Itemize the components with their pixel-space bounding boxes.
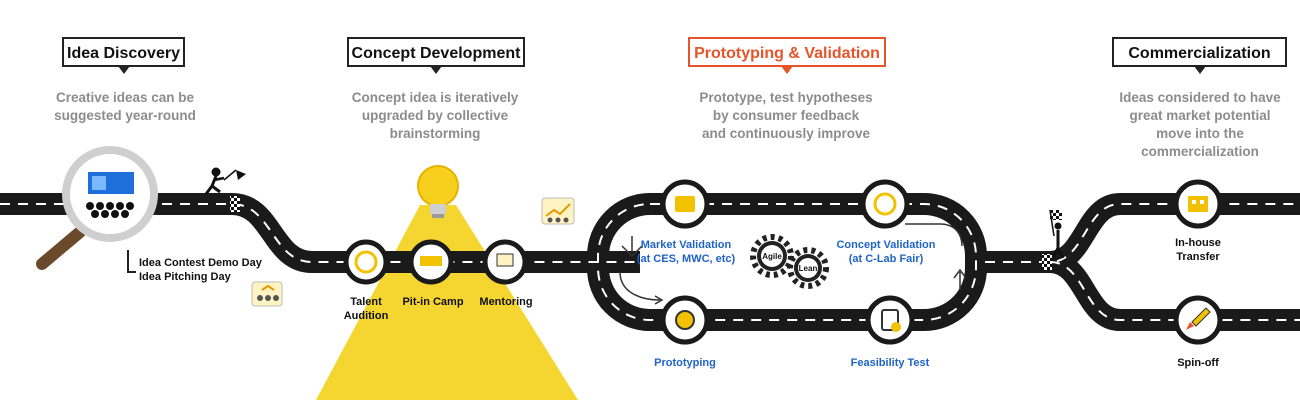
- label-line: (at CES, MWC, etc): [636, 253, 736, 265]
- desc-line: and continuously improve: [701, 126, 871, 141]
- label-line: In-house: [1175, 237, 1221, 249]
- desc-line: upgraded by collective: [361, 108, 509, 123]
- loop-label-prototyping: Prototyping: [645, 356, 725, 370]
- label-line: (at C-Lab Fair): [848, 253, 924, 265]
- discovery-events: Idea Contest Demo Day Idea Pitching Day: [139, 256, 269, 284]
- loop-node-prototyping: [660, 295, 710, 345]
- desc-line: Concept idea is iteratively: [351, 90, 519, 105]
- step-node-mentoring: [482, 239, 528, 285]
- desc-line: Ideas considered to have: [1119, 90, 1281, 105]
- gears-icon: Agile Lean: [750, 234, 829, 289]
- callout-bracket: [127, 250, 136, 273]
- runner-flag-icon: [204, 167, 246, 195]
- loop-node-market-validation: [660, 179, 710, 229]
- label-line: Pit-in Camp: [402, 296, 464, 308]
- desc-line: by consumer feedback: [712, 108, 860, 123]
- checkered-flag-icon: [1049, 209, 1065, 259]
- event-idea-contest-demo-day: Idea Contest Demo Day: [139, 257, 262, 269]
- phase-desc-idea-discovery: Creative ideas can be suggested year-rou…: [30, 89, 220, 125]
- phase-desc-commercialization: Ideas considered to have great market po…: [1095, 89, 1300, 161]
- label-line: Prototyping: [654, 357, 716, 369]
- phase-title-prototyping-validation: Prototyping & Validation: [688, 37, 886, 74]
- phase-title-idea-discovery: Idea Discovery: [62, 37, 185, 74]
- label-line: Transfer: [1176, 251, 1220, 263]
- step-node-pit-in-camp: [408, 239, 454, 285]
- finish-checkers: [1042, 254, 1052, 270]
- label-line: Market Validation: [640, 239, 732, 251]
- road: [0, 193, 1300, 331]
- step-label-mentoring: Mentoring: [476, 295, 536, 309]
- loop-label-feasibility-test: Feasibility Test: [840, 356, 940, 370]
- spotlight-beam: [316, 205, 578, 400]
- lightbulb-icon: [417, 165, 459, 218]
- label-line: Mentoring: [479, 296, 533, 308]
- desc-line: Creative ideas can be: [55, 90, 195, 105]
- desc-line: brainstorming: [389, 126, 481, 141]
- rocket-icon: [1186, 307, 1211, 330]
- loop-label-concept-validation: Concept Validation (at C-Lab Fair): [830, 238, 942, 266]
- outcome-label-in-house-transfer: In-house Transfer: [1164, 236, 1232, 264]
- desc-line: commercialization: [1141, 144, 1259, 159]
- start-checkers: [230, 196, 240, 212]
- step-label-pit-in-camp: Pit-in Camp: [400, 295, 466, 309]
- outcome-node-spin-off: [1173, 295, 1223, 345]
- desc-line: suggested year-round: [54, 108, 196, 123]
- phase-title-concept-development: Concept Development: [347, 37, 525, 74]
- step-label-talent-audition: Talent Audition: [336, 295, 396, 323]
- loop-node-feasibility-test: [865, 295, 915, 345]
- label-line: Talent: [350, 296, 382, 308]
- team-chart-icon: [541, 197, 575, 225]
- event-idea-pitching-day: Idea Pitching Day: [139, 271, 231, 283]
- label-line: Spin-off: [1177, 357, 1219, 369]
- desc-line: Prototype, test hypotheses: [699, 90, 873, 105]
- phase-desc-prototyping-validation: Prototype, test hypotheses by consumer f…: [680, 89, 892, 143]
- loop-node-concept-validation: [860, 179, 910, 229]
- phase-title-commercialization: Commercialization: [1112, 37, 1287, 74]
- gear-label-agile: Agile: [762, 252, 782, 261]
- step-node-talent-audition: [343, 239, 389, 285]
- pitch-board-icon: [251, 281, 283, 307]
- magnifier-icon: [36, 146, 158, 270]
- desc-line: great market potential: [1129, 108, 1271, 123]
- building-icon: [1188, 196, 1208, 212]
- phase-desc-concept-development: Concept idea is iteratively upgraded by …: [330, 89, 540, 143]
- desc-line: move into the: [1156, 126, 1244, 141]
- label-line: Audition: [343, 310, 389, 322]
- loop-label-market-validation: Market Validation (at CES, MWC, etc): [630, 238, 742, 266]
- label-line: Feasibility Test: [850, 357, 930, 369]
- gear-label-lean: Lean: [799, 264, 818, 273]
- label-line: Concept Validation: [836, 239, 936, 251]
- outcome-node-in-house-transfer: [1173, 179, 1223, 229]
- outcome-label-spin-off: Spin-off: [1164, 356, 1232, 370]
